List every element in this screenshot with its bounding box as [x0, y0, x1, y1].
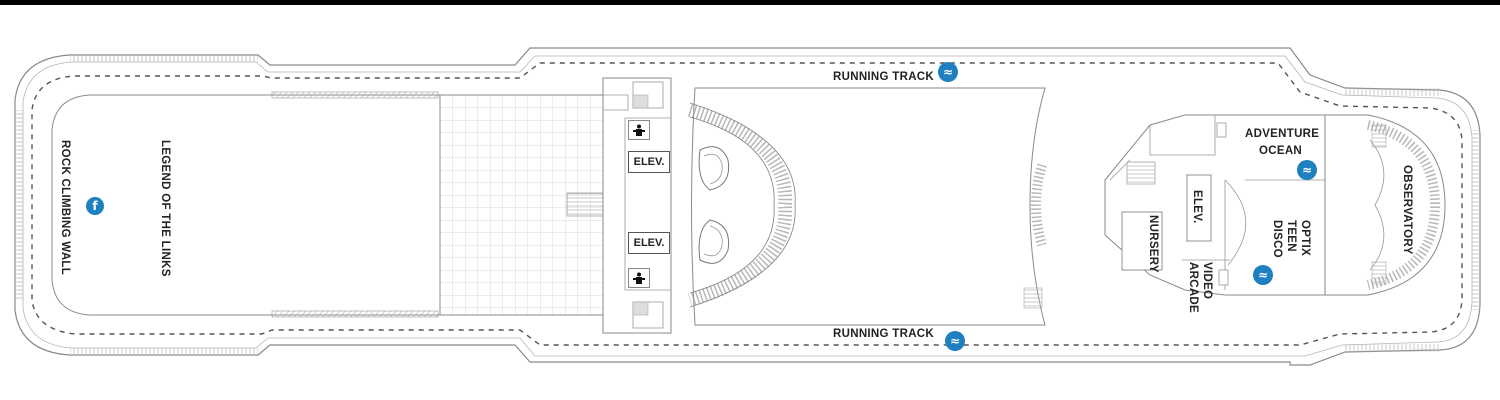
video-arcade-label-line1: VIDEO [1201, 262, 1213, 300]
rail-aft-side [1472, 130, 1480, 310]
rock-climbing-wall-label: ROCK CLIMBING WALL [59, 140, 71, 276]
hatch-strip-bottom [271, 310, 439, 318]
optix-teen-disco-label-line2: TEEN [1285, 220, 1297, 252]
pool-area [691, 87, 1046, 326]
steps [566, 192, 604, 217]
teen-club-icon: ≈ [1253, 265, 1273, 285]
observatory-area [1324, 114, 1446, 296]
rail-aft-bottom [1345, 344, 1440, 352]
rail-fwd-side [15, 110, 23, 300]
running-track-label-top: RUNNING TRACK [833, 71, 935, 83]
rail-forward-top [70, 55, 258, 62]
core-block [602, 77, 672, 334]
rail-forward-bottom [70, 348, 258, 355]
nursery-label: NURSERY [1147, 215, 1159, 273]
running-icon: ≈ [938, 62, 958, 82]
optix-teen-disco-label-line1: OPTIX [1299, 220, 1311, 257]
running-icon: ≈ [945, 331, 965, 351]
adventure-ocean-label-line2: OCEAN [1259, 145, 1303, 157]
running-track-label-bottom: RUNNING TRACK [833, 328, 935, 340]
elevator-label-aft: ELEV. [1191, 190, 1203, 224]
lounge-pod-top [698, 146, 730, 191]
hatch-strip-top [271, 91, 439, 99]
aft-stairs [1031, 163, 1047, 247]
running-track [31, 62, 1463, 346]
optix-teen-disco-label-line3: DISCO [1271, 220, 1283, 258]
climbing-icon: f [86, 197, 104, 215]
elevator-label-top: ELEV. [628, 151, 670, 173]
legend-of-the-links-label: LEGEND OF THE LINKS [159, 140, 171, 277]
rail-aft-top [1345, 88, 1440, 96]
video-arcade-label-line2: ARCADE [1187, 262, 1199, 313]
adventure-ocean-label-line1: ADVENTURE [1245, 128, 1320, 140]
kids-club-icon: ≈ [1297, 160, 1317, 180]
observatory-label: OBSERVATORY [1401, 165, 1413, 255]
restroom-icon [628, 268, 650, 288]
golf-area [51, 94, 441, 316]
elevator-label-bottom: ELEV. [628, 232, 670, 254]
restroom-icon [628, 120, 650, 140]
curved-stairs [687, 103, 793, 307]
lounge-pod-bottom [698, 219, 730, 264]
top-border [0, 0, 1500, 5]
hull-inner [22, 55, 1473, 357]
